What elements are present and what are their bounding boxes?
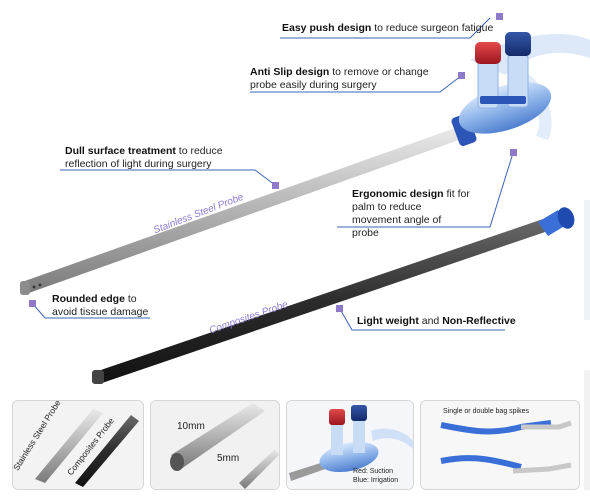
probe-illustration	[20, 17, 590, 384]
stainless-steel-probe	[20, 128, 459, 295]
anti-slip-connector	[250, 75, 462, 93]
rounded-edge-rest: to avoid tissue damage	[52, 293, 149, 318]
easy-push-callout: Easy push design to reduce surgeon fatig…	[282, 22, 493, 35]
ergonomic-callout: Ergonomic design fit for palm to reduce …	[352, 188, 470, 240]
composites-probe	[92, 207, 575, 384]
valve-red-label: Red: Suction	[353, 468, 394, 475]
light-weight-bold: Light weight	[357, 315, 419, 327]
easy-push-connector	[280, 17, 491, 39]
dull-surface-marker	[272, 182, 279, 189]
rounded-edge-marker	[29, 300, 36, 307]
probe-handle	[451, 32, 590, 147]
easy-push-marker	[496, 13, 503, 20]
sizes-image	[151, 401, 279, 489]
light-weight-marker	[336, 305, 343, 312]
right-edge-shade	[584, 200, 590, 320]
spikes-title: Single or double bag spikes	[443, 408, 530, 415]
dull-surface-bold: Dull surface treatment	[65, 145, 176, 157]
dull-surface-callout: Dull surface treatment to reduce reflect…	[65, 145, 265, 171]
size-10mm-label: 10mm	[177, 421, 205, 432]
ergonomic-marker	[510, 149, 517, 156]
right-edge-shade-lower	[584, 370, 590, 490]
rounded-edge-bold: Rounded edge	[52, 293, 125, 305]
easy-push-bold: Easy push design	[282, 22, 372, 34]
spikes-image	[421, 401, 579, 489]
anti-slip-callout: Anti Slip design to remove or change pro…	[250, 66, 450, 92]
non-reflective-bold: Non-Reflective	[442, 315, 516, 327]
thumb-materials: Stainless Steel Probe Composites Probe	[12, 400, 144, 490]
easy-push-rest: to reduce surgeon fatigue	[371, 22, 494, 34]
thumb-spikes: Single or double bag spikes	[420, 400, 580, 490]
valves-image	[287, 401, 413, 489]
size-5mm-label: 5mm	[217, 453, 240, 464]
rounded-edge-callout: Rounded edge to avoid tissue damage	[52, 293, 152, 319]
rounded-edge-connector	[32, 303, 150, 319]
light-weight-mid: and	[418, 315, 443, 327]
ergonomic-rest: fit for palm to reduce movement angle of…	[352, 188, 470, 239]
dull-surface-connector	[60, 169, 276, 186]
light-weight-callout: Light weight and Non-Reflective	[357, 315, 516, 328]
dull-surface-rest: to reduce reflection of light during sur…	[65, 145, 223, 170]
anti-slip-marker	[458, 72, 465, 79]
anti-slip-bold: Anti Slip design	[250, 66, 330, 78]
materials-image	[13, 401, 143, 489]
anti-slip-rest: to remove or change probe easily during …	[250, 66, 429, 91]
thumb-valves: Red: Suction Blue: Irrigation	[286, 400, 414, 490]
light-weight-connector	[339, 308, 505, 331]
ergonomic-bold: Ergonomic design	[352, 188, 444, 200]
ergonomic-connector	[337, 152, 514, 228]
thumb-sizes: 10mm 5mm	[150, 400, 280, 490]
valve-blue-label: Blue: Irrigation	[353, 477, 399, 484]
